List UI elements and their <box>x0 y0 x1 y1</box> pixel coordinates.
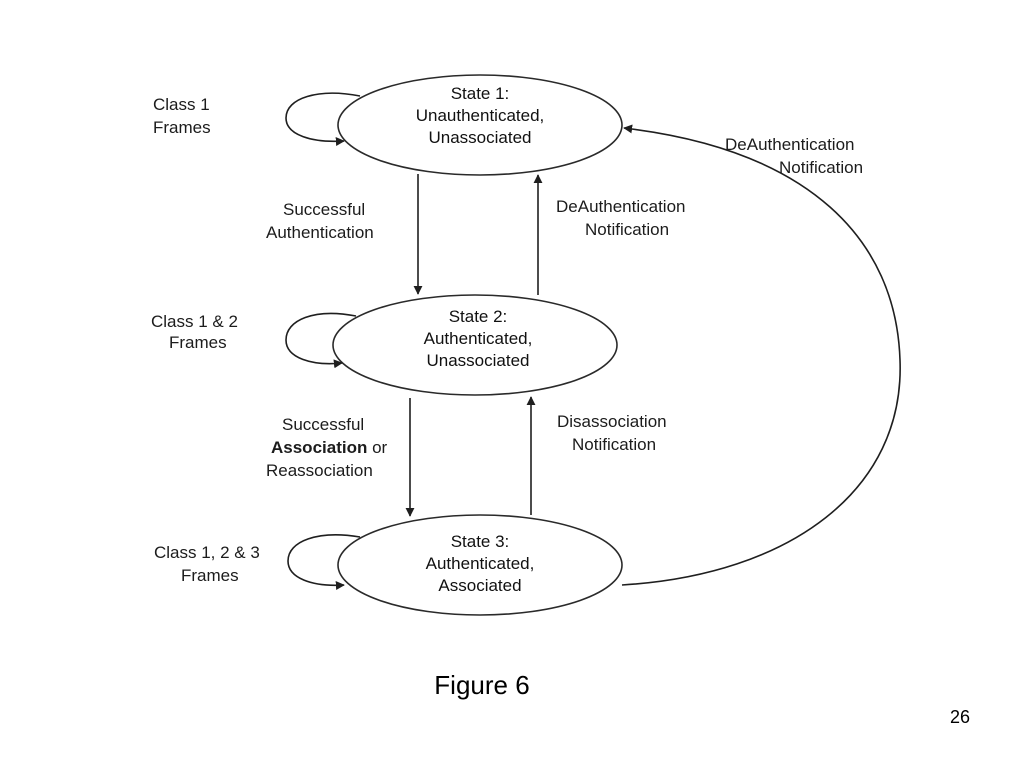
self-loop-state-2 <box>285 312 357 369</box>
state-3-node <box>337 514 623 616</box>
label-s3-s1-line1: DeAuthentication <box>725 135 854 154</box>
label-s2-s3-line3: Reassociation <box>266 461 373 480</box>
label-s2-s1-line2: Notification <box>585 220 669 239</box>
arrow-s3-to-s1 <box>621 124 901 586</box>
state-3-label-line1: State 3: <box>451 532 510 551</box>
figure-caption-text: Figure 6 <box>434 670 530 700</box>
self-loop-1-label-line2: Frames <box>153 118 211 137</box>
state-2-label-line1: State 2: <box>449 307 508 326</box>
label-s2-s1-line1: DeAuthentication <box>556 197 685 216</box>
self-loop-2-label-line2: Frames <box>169 333 227 352</box>
label-s1-s2-line1: Successful <box>283 200 365 219</box>
state-1-node <box>337 74 623 176</box>
self-loop-2-label-line1: Class 1 & 2 <box>151 312 238 331</box>
state-2-label-line3: Unassociated <box>426 351 529 370</box>
label-s2-s3-line1: Successful <box>282 415 364 434</box>
label-s1-s2-line2: Authentication <box>266 223 374 242</box>
state-1-label-line3: Unassociated <box>428 128 531 147</box>
state-1-label-line1: State 1: <box>451 84 510 103</box>
label-s2-s3-bold: Association <box>271 438 367 457</box>
state-2-label-line2: Authenticated, <box>424 329 533 348</box>
page-number: 26 <box>949 707 970 727</box>
state-2-node <box>332 294 618 396</box>
self-loop-1-label-line1: Class 1 <box>153 95 210 114</box>
state-3-label-line3: Associated <box>438 576 521 595</box>
self-loop-3-label-line2: Frames <box>181 566 239 585</box>
label-s3-s2-line1: Disassociation <box>557 412 667 431</box>
figure-caption: Figure 6 <box>0 670 1024 701</box>
self-loop-state-3 <box>287 534 361 590</box>
state-3-label-line2: Authenticated, <box>426 554 535 573</box>
state-1-label-line2: Unauthenticated, <box>416 106 545 125</box>
label-s2-s3-rest: or <box>367 438 387 457</box>
self-loop-state-1 <box>285 92 361 146</box>
label-s2-s3-line2: Association or <box>271 438 388 457</box>
label-s3-s2-line2: Notification <box>572 435 656 454</box>
label-s3-s1-line2: Notification <box>779 158 863 177</box>
self-loop-3-label-line1: Class 1, 2 & 3 <box>154 543 260 562</box>
